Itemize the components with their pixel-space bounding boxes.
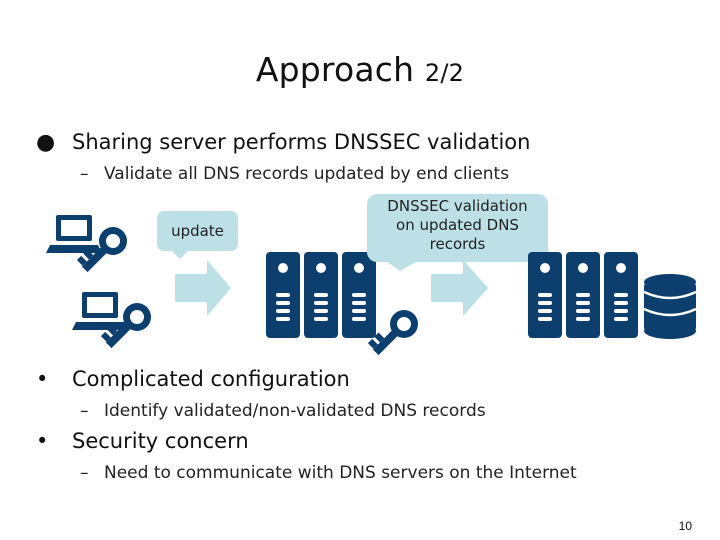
update-callout-text: update — [171, 222, 224, 240]
bullet-3: • Security concern — [36, 429, 249, 453]
sharing-server — [266, 252, 376, 338]
client-1 — [46, 215, 127, 273]
validation-callout-text: DNSSEC validation on updated DNS records — [367, 197, 548, 254]
slide-title: Approach 2/2 — [0, 50, 720, 89]
server-rack-icon — [266, 252, 300, 338]
arrow-right-icon — [175, 260, 231, 316]
laptop-icon — [46, 215, 102, 253]
subbullet-marker: – — [80, 401, 89, 421]
database-icon — [643, 274, 697, 339]
subbullet-3: –Need to communicate with DNS servers on… — [80, 463, 577, 483]
validation-line-3: records — [429, 235, 486, 253]
bullet-marker: • — [36, 367, 49, 391]
bullet-marker: ● — [36, 130, 56, 155]
validation-line-2: on updated DNS — [396, 216, 519, 234]
title-suffix: 2/2 — [424, 59, 465, 87]
bullet-1: ● Sharing server performs DNSSEC validati… — [36, 130, 530, 155]
subbullet-marker: – — [80, 164, 89, 184]
server-rack-icon — [604, 252, 638, 338]
dns-server — [528, 252, 638, 338]
page-number: 10 — [678, 519, 692, 533]
client-2 — [72, 292, 151, 349]
title-text: Approach — [255, 50, 415, 89]
update-callout — [157, 211, 238, 259]
bullet-marker: • — [36, 429, 49, 453]
subbullet-2: –Identify validated/non-validated DNS re… — [80, 401, 486, 421]
bullet-2: • Complicated configuration — [36, 367, 350, 391]
subbullet-marker: – — [80, 463, 89, 483]
server-rack-icon — [304, 252, 338, 338]
subbullet-text: Identify validated/non-validated DNS rec… — [104, 401, 486, 421]
server-rack-icon — [528, 252, 562, 338]
laptop-icon — [72, 292, 128, 330]
arrow-right-icon — [431, 260, 488, 316]
bullet-text: Sharing server performs DNSSEC validatio… — [72, 130, 531, 154]
subbullet-text: Need to communicate with DNS servers on … — [104, 463, 577, 483]
validation-callout — [367, 194, 548, 271]
subbullet-1: –Validate all DNS records updated by end… — [80, 164, 509, 184]
bullet-text: Complicated configuration — [72, 367, 350, 391]
server-rack-icon — [566, 252, 600, 338]
bullet-text: Security concern — [72, 429, 249, 453]
subbullet-text: Validate all DNS records updated by end … — [104, 164, 510, 184]
server-rack-icon — [342, 252, 376, 338]
validation-line-1: DNSSEC validation — [387, 197, 528, 215]
